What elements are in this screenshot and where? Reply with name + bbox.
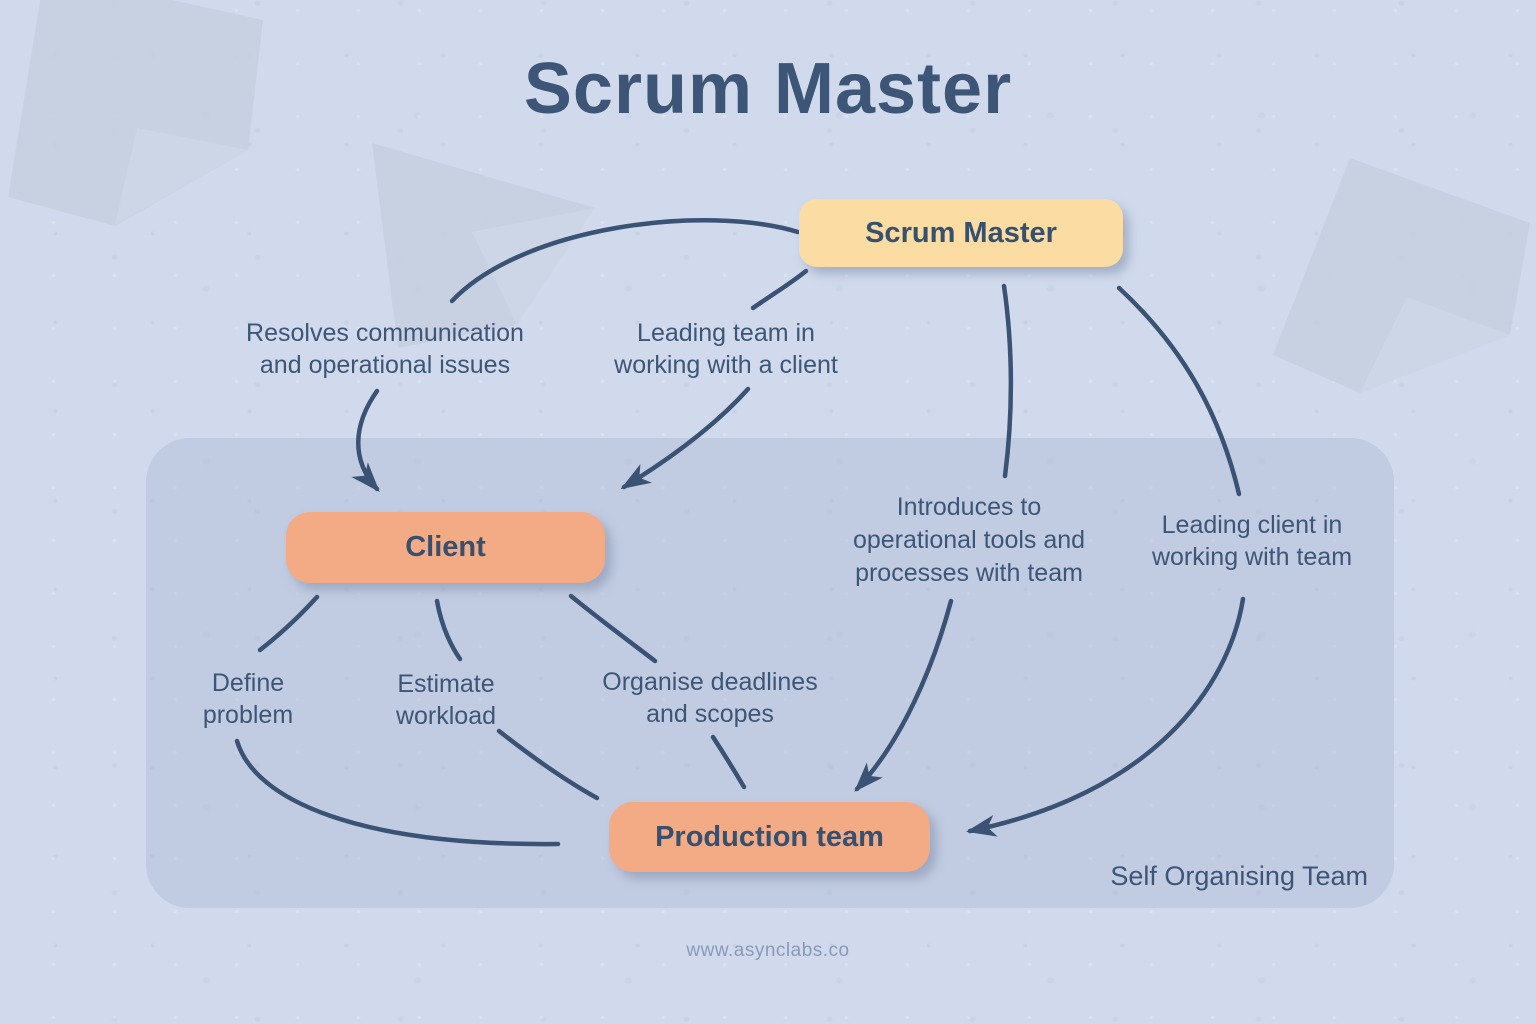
edge-scrummaster-resolves-tail [449,218,801,304]
website-url: www.asynclabs.co [686,940,850,961]
edge-client-define-tail [257,594,320,653]
folded-note-shape-top-right [1273,158,1530,393]
edge-define-to-production-tail [234,738,561,847]
edge-label-organise-deadlines: Organise deadlines and scopes [602,668,818,728]
self-organising-team-caption: Self Organising Team [1110,861,1368,891]
edge-label-define-problem: Define problem [202,669,294,729]
edge-client-organise-tail [568,593,658,664]
node-production-team: Production team [609,802,930,872]
edge-label-estimate-workload: Estimate workload [395,670,497,730]
folded-note-shape-mid-left [372,143,595,348]
edge-organise-to-production-tail [710,734,747,790]
node-scrum-master-label: Scrum Master [865,216,1057,249]
edge-label-resolves-communication: Resolves communication and operational i… [246,319,524,379]
edge-label-introduces-tools: Introduces to operational tools and proc… [852,493,1086,587]
edge-scrummaster-leadingclient-tail [1116,285,1242,497]
edge-label-leading-team: Leading team in working with a client [614,319,838,379]
edge-resolves-to-client-arrow [351,388,380,492]
edge-scrummaster-leadingteam-tail [750,268,809,311]
edge-leadingteam-to-client-arrow [620,386,751,490]
edge-label-leading-client: Leading client in working with team [1151,511,1353,571]
page-title: Scrum Master [523,49,1013,129]
edge-estimate-to-production-tail [496,728,600,801]
folded-note-shape-top-left [8,0,263,226]
node-scrum-master: Scrum Master [799,199,1123,267]
node-production-team-label: Production team [655,820,884,853]
edge-client-estimate-tail [434,598,463,662]
edge-introduces-to-production-arrow [854,598,954,792]
node-client-label: Client [405,531,486,563]
edge-leadingclient-to-production-arrow [966,596,1246,837]
node-client: Client [286,512,605,583]
edge-scrummaster-introduces-tail [1001,283,1014,479]
